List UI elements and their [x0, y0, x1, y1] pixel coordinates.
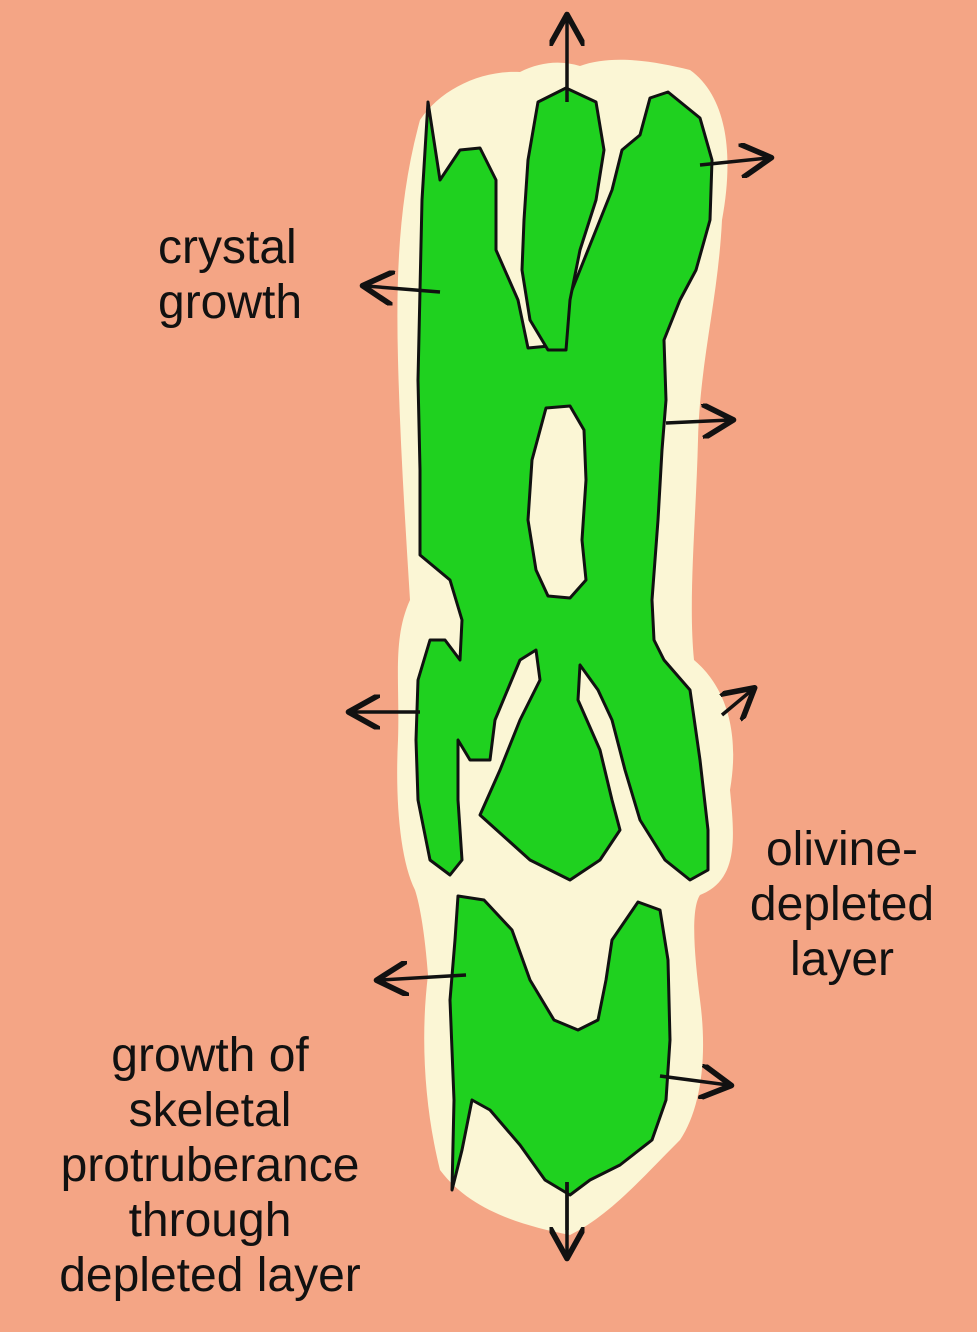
protuberance-line-1: growth of: [0, 1028, 420, 1083]
crystal-growth-line-2: growth: [158, 275, 302, 330]
olivine-depleted-layer-label: olivine- depleted layer: [722, 822, 962, 987]
arrow-lower-right: [722, 690, 752, 715]
protuberance-line-2: skeletal: [0, 1083, 420, 1138]
protuberance-line-5: depleted layer: [0, 1248, 420, 1303]
olivine-line-2: depleted: [722, 877, 962, 932]
crystal-growth-line-1: crystal: [158, 220, 302, 275]
protuberance-line-4: through: [0, 1193, 420, 1248]
crystal-growth-label: crystal growth: [158, 220, 302, 330]
protuberance-line-3: protruberance: [0, 1138, 420, 1193]
olivine-line-1: olivine-: [722, 822, 962, 877]
olivine-line-3: layer: [722, 932, 962, 987]
protuberance-growth-label: growth of skeletal protruberance through…: [0, 1028, 420, 1303]
